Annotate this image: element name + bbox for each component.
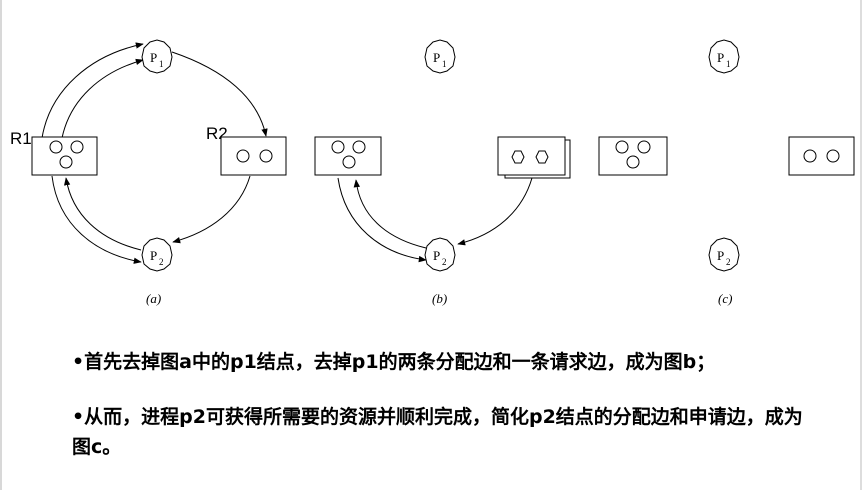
edge-r2-to-p2 bbox=[457, 177, 533, 246]
process-p2-subscript: 2 bbox=[159, 257, 164, 267]
explanation-note-2: •从而，进程p2可获得所需要的资源并顺利完成，简化p2结点的分配边和申请边，成为… bbox=[72, 406, 803, 458]
resource-unit bbox=[49, 140, 63, 154]
resource-unit bbox=[331, 140, 345, 154]
resource-allocation-graph: R1 R2 P 1 P 2 (a) bbox=[10, 39, 855, 306]
left-border bbox=[0, 0, 2, 490]
resource-unit bbox=[637, 140, 651, 154]
resource-unit bbox=[70, 140, 84, 154]
process-p1-subscript: 1 bbox=[442, 59, 447, 69]
caption-a: (a) bbox=[146, 291, 161, 306]
resource-r2 bbox=[497, 136, 566, 176]
edge-r2-to-p2 bbox=[172, 175, 251, 244]
edge-r1-to-p1-inner bbox=[61, 58, 144, 139]
figure-c: P 1 P 2 (c) bbox=[598, 39, 855, 306]
process-p1-node bbox=[424, 39, 456, 74]
process-p2-subscript: 2 bbox=[442, 257, 447, 267]
edge-p1-to-r2 bbox=[171, 51, 268, 137]
edge-p2-to-r1 bbox=[353, 179, 427, 249]
process-p1-node bbox=[141, 39, 173, 74]
edge-r1-to-p2 bbox=[337, 177, 427, 263]
process-p2-node bbox=[708, 237, 740, 272]
resource-unit bbox=[259, 149, 273, 163]
edge-r1-to-p1-outer bbox=[41, 42, 144, 139]
resource-unit bbox=[352, 140, 366, 154]
process-p2-label: P bbox=[717, 248, 724, 263]
right-border bbox=[860, 0, 862, 490]
edge-p2-to-r1 bbox=[63, 177, 142, 251]
process-p2-subscript: 2 bbox=[726, 257, 731, 267]
figure-a: R1 R2 P 1 P 2 (a) bbox=[10, 39, 287, 306]
process-p1-label: P bbox=[150, 50, 157, 65]
resource-unit bbox=[626, 155, 640, 169]
process-p1-subscript: 1 bbox=[159, 59, 164, 69]
resource-label-r1: R1 bbox=[10, 129, 32, 148]
resource-unit bbox=[342, 155, 356, 169]
process-p2-label: P bbox=[433, 248, 440, 263]
resource-unit bbox=[511, 150, 525, 164]
resource-r2 bbox=[220, 136, 287, 176]
edge-r1-to-p2 bbox=[51, 175, 142, 264]
process-p1-node bbox=[708, 39, 740, 74]
process-p1-label: P bbox=[433, 50, 440, 65]
explanation-note-1: •首先去掉图a中的p1结点，去掉p1的两条分配边和一条请求边，成为图b； bbox=[72, 351, 716, 373]
caption-b: (b) bbox=[432, 291, 447, 306]
resource-unit bbox=[803, 149, 817, 163]
resource-unit bbox=[59, 155, 73, 169]
process-p2-label: P bbox=[150, 248, 157, 263]
figure-b: P 1 P 2 (b) bbox=[314, 39, 571, 306]
process-p1-subscript: 1 bbox=[726, 59, 731, 69]
resource-r2 bbox=[788, 136, 855, 176]
resource-unit bbox=[615, 140, 629, 154]
process-p1-label: P bbox=[717, 50, 724, 65]
resource-unit bbox=[236, 149, 250, 163]
caption-c: (c) bbox=[718, 291, 732, 306]
resource-unit bbox=[826, 149, 840, 163]
resource-unit bbox=[535, 150, 549, 164]
process-p2-node bbox=[141, 237, 173, 272]
process-p2-node bbox=[424, 237, 456, 272]
